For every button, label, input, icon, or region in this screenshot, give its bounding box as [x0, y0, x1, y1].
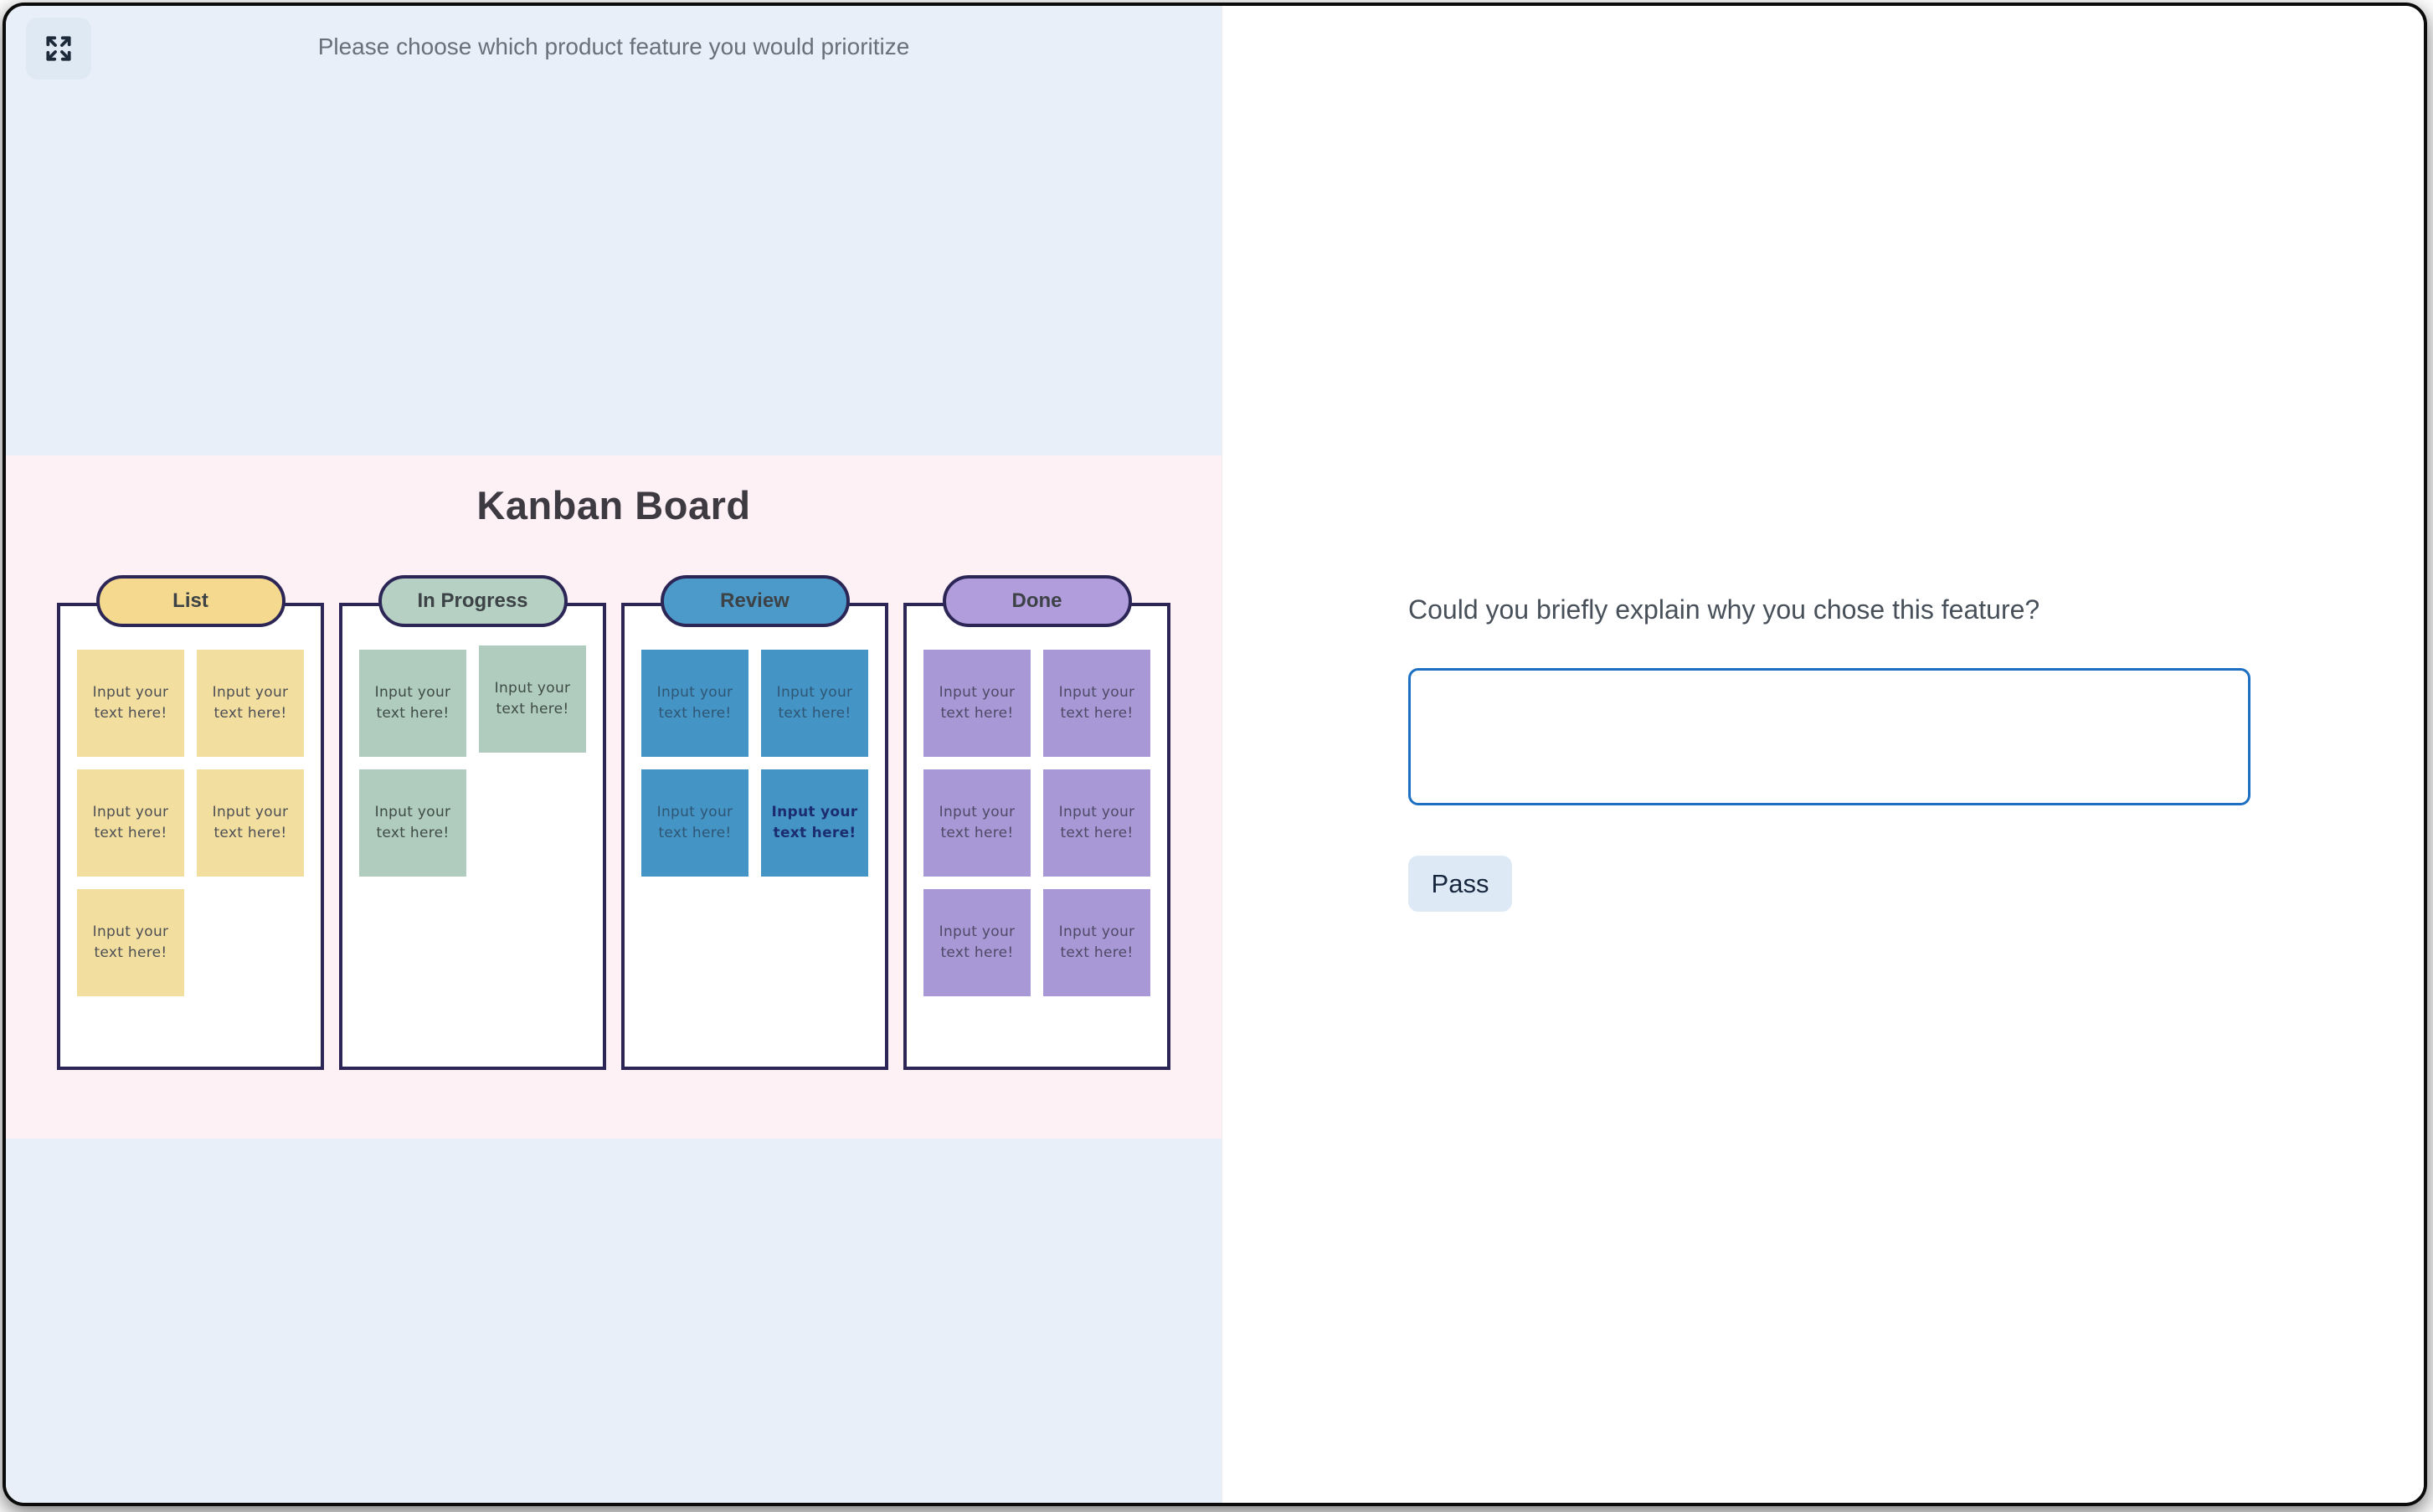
task-prompt: Please choose which product feature you …: [317, 33, 910, 59]
stimulus-panel: Please choose which product feature you …: [6, 6, 1222, 1503]
kanban-card: Input your text here!: [77, 650, 184, 757]
kanban-card: Input your text here!: [761, 650, 868, 757]
expand-button[interactable]: [26, 18, 91, 80]
kanban-card: Input your text here!: [1043, 889, 1150, 996]
kanban-card: Input your text here!: [761, 769, 868, 877]
kanban-card: Input your text here!: [1043, 769, 1150, 877]
kanban-card: Input your text here!: [923, 650, 1031, 757]
column-cards-done: Input your text here!Input your text her…: [907, 650, 1167, 996]
column-header-pill-review: Review: [660, 575, 850, 627]
app-window: Please choose which product feature you …: [3, 3, 2427, 1506]
board-title: Kanban Board: [476, 483, 751, 527]
column-cards-in-progress: Input your text here!Input your text her…: [342, 645, 603, 877]
kanban-card: Input your text here!: [923, 769, 1031, 877]
kanban-card: Input your text here!: [479, 645, 586, 753]
column-header-pill-in-progress: In Progress: [378, 575, 568, 627]
question-text: Could you briefly explain why you chose …: [1408, 594, 2040, 625]
answer-input[interactable]: [1408, 668, 2250, 805]
column-cards-list: Input your text here!Input your text her…: [60, 650, 321, 996]
kanban-card: Input your text here!: [359, 769, 466, 877]
kanban-card: Input your text here!: [77, 769, 184, 877]
response-panel: Could you briefly explain why you chose …: [1222, 6, 2424, 1503]
kanban-card: Input your text here!: [77, 889, 184, 996]
kanban-card: Input your text here!: [923, 889, 1031, 996]
kanban-card: Input your text here!: [641, 650, 748, 757]
kanban-card: Input your text here!: [641, 769, 748, 877]
kanban-card: Input your text here!: [197, 650, 304, 757]
kanban-card: Input your text here!: [1043, 650, 1150, 757]
kanban-card: Input your text here!: [197, 769, 304, 877]
pass-button[interactable]: Pass: [1408, 856, 1512, 912]
column-cards-review: Input your text here!Input your text her…: [625, 650, 885, 877]
kanban-card: Input your text here!: [359, 650, 466, 757]
column-header-pill-done: Done: [942, 575, 1132, 627]
column-header-pill-list: List: [95, 575, 285, 627]
expand-arrows-icon: [43, 33, 75, 64]
